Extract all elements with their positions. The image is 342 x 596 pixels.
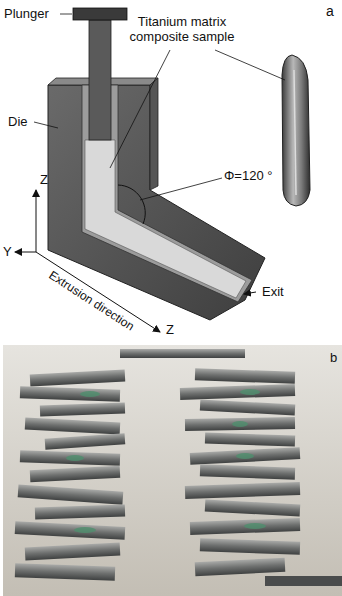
part-label: Exit [262, 284, 284, 299]
leader-line [140, 178, 222, 200]
plunger-rod [89, 20, 111, 140]
leader-line [60, 14, 72, 15]
die-side-face [150, 78, 158, 190]
axis-extrusion [36, 252, 160, 332]
exit-arrow [244, 292, 256, 294]
part-label: Plunger [4, 6, 49, 21]
extruded-bar [265, 576, 342, 586]
part-label: Titanium matrix composite sample [118, 14, 246, 44]
photo-background [3, 345, 342, 596]
part-label: Die [8, 114, 28, 129]
axis-label: Z [40, 172, 48, 187]
leader-line [110, 50, 170, 168]
axis-y [15, 252, 36, 253]
angle-arc [118, 185, 145, 224]
panel-letter: a [326, 4, 334, 19]
sample [85, 140, 246, 298]
angle-label: Φ=120 ° [224, 168, 272, 183]
leader-line [34, 122, 58, 128]
axis-label: Y [3, 244, 12, 259]
axis-label: Z [166, 322, 174, 337]
extruded-bar [120, 349, 245, 358]
plunger-cap [73, 8, 127, 20]
leader-line [215, 50, 285, 80]
extruded-bars-left [15, 369, 126, 580]
panel-letter: b [330, 350, 337, 365]
bar-marks [66, 389, 266, 533]
sample-highlight [294, 70, 296, 195]
axis-z [36, 190, 37, 252]
sample-photo [282, 55, 310, 206]
extruded-bars-right [180, 368, 300, 576]
